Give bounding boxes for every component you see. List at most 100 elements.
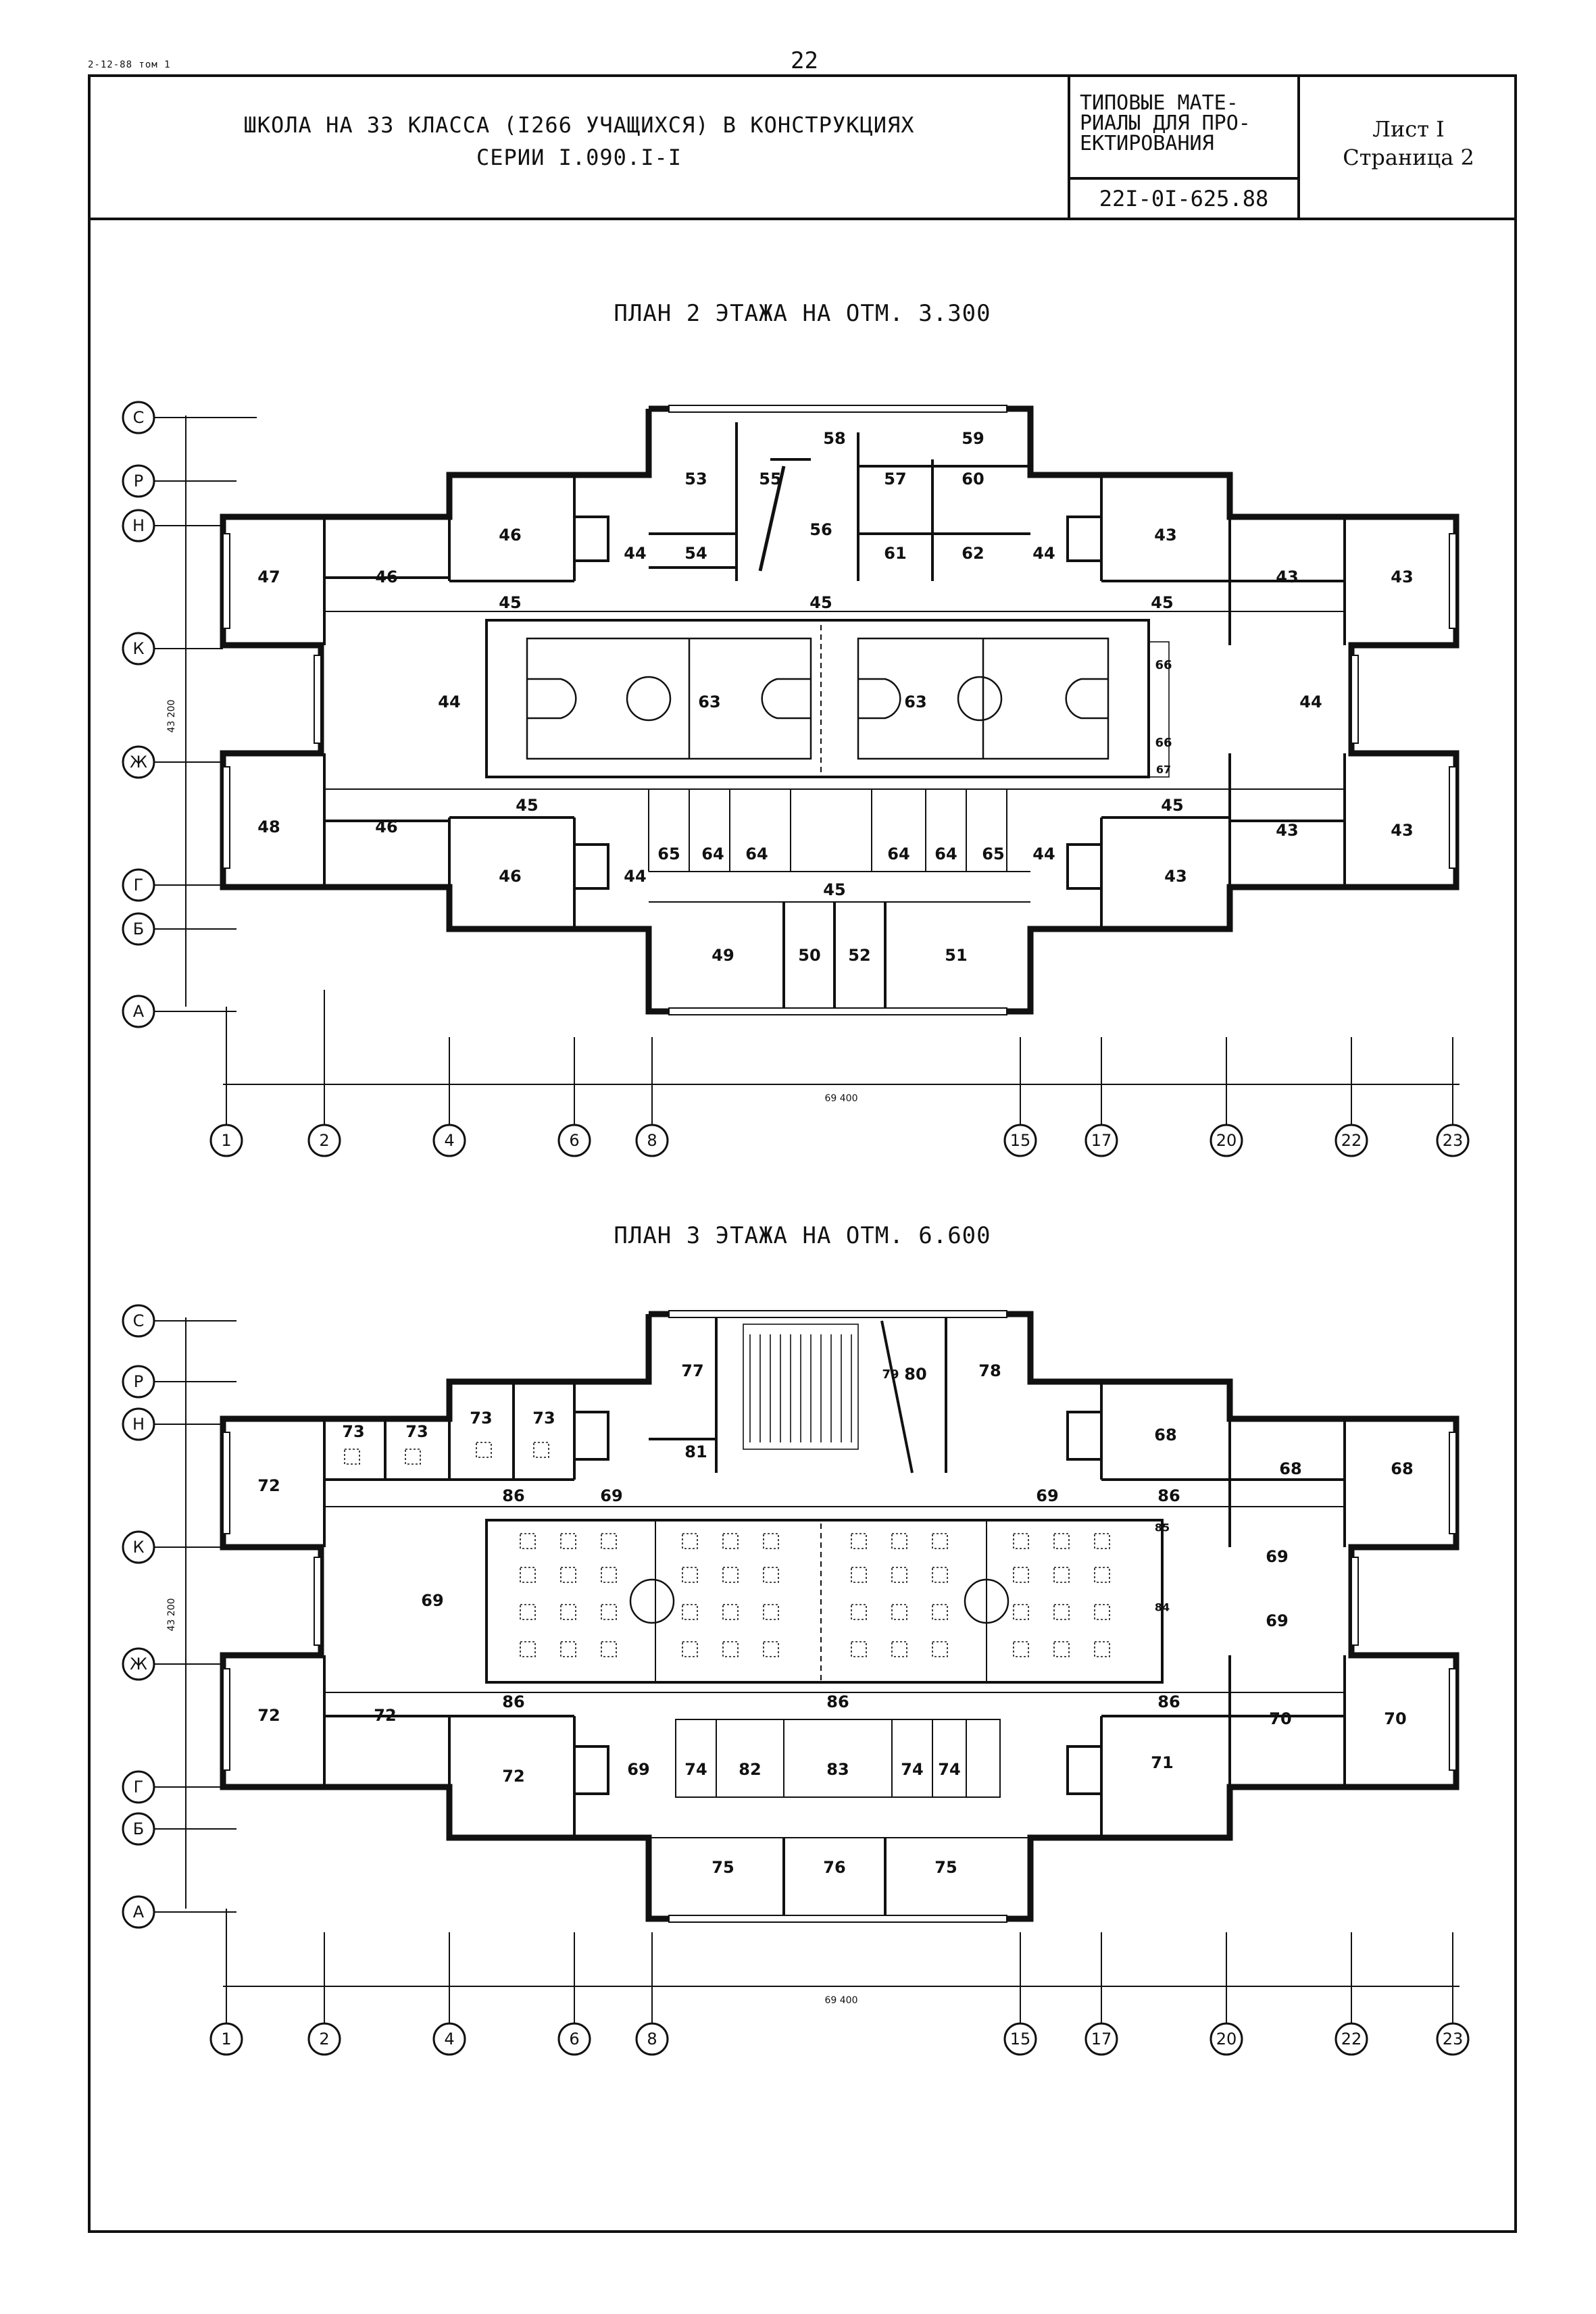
room-label: 65	[657, 845, 680, 863]
row-axis-marker: Ж	[122, 1647, 223, 1681]
room-label: 45	[516, 796, 538, 815]
room-label: 61	[884, 544, 906, 563]
document-title-line2: СЕРИИ I.090.I-I	[476, 145, 682, 170]
series-name-line3: ЕКТИРОВАНИЯ	[1080, 132, 1214, 155]
room-label: 63	[904, 693, 926, 711]
room-label: 46	[499, 867, 521, 886]
room-label: 66	[1155, 658, 1172, 672]
room-label: 73	[405, 1422, 428, 1441]
room-label: 50	[798, 946, 820, 965]
column-axis-label: 4	[444, 2030, 454, 2048]
room-label: 44	[1299, 693, 1322, 711]
room-label: 72	[257, 1706, 280, 1725]
title-block: ШКОЛА НА 33 КЛАССА (I266 УЧАЩИХСЯ) В КОН…	[91, 77, 1514, 220]
room-label: 45	[823, 880, 845, 899]
row-axis-label: Ж	[130, 753, 147, 772]
column-axis-marker: 1	[209, 1007, 243, 1157]
room-label: 46	[375, 568, 397, 586]
room-label: 63	[698, 693, 720, 711]
series-name-line2: РИАЛЫ ДЛЯ ПРО-	[1080, 111, 1251, 135]
row-axis-label: С	[133, 1311, 145, 1330]
room-label: 46	[499, 526, 521, 545]
room-label: 83	[826, 1760, 849, 1779]
room-label: 76	[823, 1858, 845, 1877]
row-axis-label: Ж	[130, 1655, 147, 1674]
drawing-sheet: ШКОЛА НА 33 КЛАССА (I266 УЧАЩИХСЯ) В КОН…	[88, 74, 1517, 2233]
column-axis-marker: 17	[1084, 1037, 1118, 1157]
column-axis-label: 6	[569, 2030, 579, 2048]
plan-3-assembly-hall	[344, 1324, 1110, 1682]
room-label: 69	[1266, 1611, 1288, 1630]
room-label: 53	[684, 470, 707, 488]
room-label: 43	[1391, 568, 1413, 586]
row-axis-marker: Г	[122, 868, 223, 902]
room-label: 69	[600, 1486, 622, 1505]
room-label: 43	[1276, 568, 1298, 586]
column-axis-label: 22	[1341, 2030, 1362, 2048]
column-axis-marker: 4	[432, 1932, 466, 2056]
room-label: 86	[826, 1692, 849, 1711]
room-label: 52	[848, 946, 870, 965]
room-label: 54	[684, 544, 707, 563]
column-axis-label: 22	[1341, 1131, 1362, 1150]
room-label: 86	[502, 1692, 524, 1711]
row-axis-label: К	[132, 639, 144, 658]
series-name: ТИПОВЫЕ МАТЕ- РИАЛЫ ДЛЯ ПРО- ЕКТИРОВАНИЯ	[1080, 93, 1291, 154]
room-label: 68	[1154, 1426, 1176, 1444]
plan-2-room-labels: 47 46 46 46 48 46 46 45 45 45 45 45 45 4…	[257, 429, 1413, 965]
row-axis-marker: Р	[122, 1365, 236, 1399]
column-axis-marker: 8	[635, 1037, 669, 1157]
room-label: 78	[978, 1361, 1001, 1380]
room-label: 58	[823, 429, 845, 448]
plan-3-partitions	[323, 1314, 1346, 1919]
room-label: 86	[1157, 1486, 1180, 1505]
plan-2-vertical-dimension: 43 200	[166, 700, 177, 733]
room-label: 59	[962, 429, 984, 448]
room-label: 44	[438, 693, 460, 711]
column-axis-label: 8	[647, 2030, 657, 2048]
room-label: 72	[374, 1706, 396, 1725]
plan-2-partitions	[323, 422, 1346, 1011]
plan-3-drawing: 72 73 73 73 73 86 69 69 72 72 72 86 86 6…	[122, 1304, 1470, 2056]
room-label: 55	[759, 470, 781, 488]
plan-2-overall-dimension: 69 400	[825, 1093, 858, 1104]
column-axis-marker: 6	[557, 1932, 591, 2056]
row-axis-label: Г	[134, 876, 144, 895]
room-label: 62	[962, 544, 984, 563]
row-axis-marker: А	[122, 1895, 236, 1929]
hall-desks	[344, 1442, 1110, 1657]
room-label: 49	[712, 946, 734, 965]
room-label: 57	[884, 470, 906, 488]
column-axis-label: 17	[1091, 2030, 1112, 2048]
column-axis-label: 2	[319, 2030, 329, 2048]
column-axis-marker: 2	[307, 990, 341, 1157]
room-label: 75	[934, 1858, 957, 1877]
room-label: 74	[684, 1760, 707, 1779]
plan-3-overall-dimension: 69 400	[825, 1995, 858, 2006]
room-label: 74	[938, 1760, 960, 1779]
row-axis-label: Б	[133, 1819, 144, 1838]
column-axis-marker: 23	[1436, 1037, 1470, 1157]
column-axis-marker: 15	[1003, 1932, 1037, 2056]
room-label: 60	[962, 470, 984, 488]
plan-2-drawing: 47 46 46 46 48 46 46 45 45 45 45 45 45 4…	[122, 401, 1470, 1157]
room-label: 80	[904, 1365, 926, 1384]
room-label: 73	[470, 1409, 492, 1428]
row-axis-label: Н	[132, 516, 145, 535]
column-axis-label: 20	[1216, 2030, 1237, 2048]
row-axis-marker: А	[122, 995, 236, 1028]
room-label: 44	[624, 867, 646, 886]
room-label: 46	[375, 818, 397, 836]
column-axis-marker: 23	[1436, 1932, 1470, 2056]
column-axis-label: 1	[221, 1131, 231, 1150]
title-block-series: ТИПОВЫЕ МАТЕ- РИАЛЫ ДЛЯ ПРО- ЕКТИРОВАНИЯ…	[1070, 77, 1300, 218]
row-axis-marker: С	[122, 1304, 236, 1338]
plan-2-walls	[220, 405, 1460, 1015]
room-label: 84	[1155, 1601, 1170, 1614]
column-axis-label: 15	[1010, 1131, 1031, 1150]
row-axis-label: А	[133, 1002, 145, 1021]
row-axis-marker: Б	[122, 912, 236, 946]
room-label: 45	[809, 593, 832, 612]
room-label: 68	[1279, 1459, 1301, 1478]
